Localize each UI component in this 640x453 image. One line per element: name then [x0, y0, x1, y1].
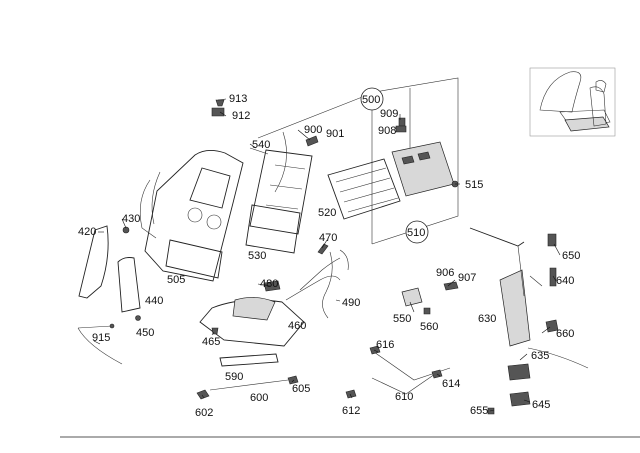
callout-600: 600	[250, 392, 268, 404]
callout-430: 430	[122, 213, 140, 225]
callout-602: 602	[195, 407, 213, 419]
callout-900: 900	[304, 124, 322, 136]
backrest-spring-mat	[245, 131, 313, 254]
callout-645: 645	[532, 399, 550, 411]
callout-901: 901	[326, 128, 344, 140]
callout-590: 590	[225, 371, 243, 383]
callout-913: 913	[229, 93, 247, 105]
wire-harness-upper	[322, 249, 349, 319]
callout-909: 909	[380, 108, 398, 120]
callout-660: 660	[556, 328, 574, 340]
seat-rails	[196, 353, 299, 400]
callout-907: 907	[458, 272, 476, 284]
callout-605: 605	[292, 383, 310, 395]
callout-420: 420	[78, 226, 96, 238]
callout-500: 500	[362, 94, 380, 106]
callout-circle-510	[405, 220, 429, 244]
callout-908: 908	[378, 125, 396, 137]
callout-650: 650	[562, 250, 580, 262]
leader-lines	[93, 98, 561, 412]
callout-480: 480	[260, 278, 278, 290]
callout-515: 515	[465, 179, 483, 191]
lumbar-frame	[327, 158, 401, 220]
callout-490: 490	[342, 297, 360, 309]
callout-510: 510	[407, 227, 425, 239]
side-trim-panels	[78, 225, 141, 321]
backrest-frame	[139, 150, 244, 282]
callout-circle-500	[360, 87, 384, 111]
callout-470: 470	[319, 232, 337, 244]
callout-450: 450	[136, 327, 154, 339]
callout-640: 640	[556, 275, 574, 287]
callout-612: 612	[342, 405, 360, 417]
callout-635: 635	[531, 350, 549, 362]
callout-460: 460	[288, 320, 306, 332]
callout-912: 912	[232, 110, 250, 122]
callout-465: 465	[202, 336, 220, 348]
callout-614: 614	[442, 378, 460, 390]
callout-560: 560	[420, 321, 438, 333]
callout-915: 915	[92, 332, 110, 344]
callout-655: 655	[470, 405, 488, 417]
callout-610: 610	[395, 391, 413, 403]
callout-630: 630	[478, 313, 496, 325]
control-unit	[391, 141, 459, 197]
small-hardware	[77, 99, 559, 415]
callout-550: 550	[393, 313, 411, 325]
callout-540: 540	[252, 139, 270, 151]
callout-906: 906	[436, 267, 454, 279]
callout-440: 440	[145, 295, 163, 307]
callout-505: 505	[167, 274, 185, 286]
callout-530: 530	[248, 250, 266, 262]
callout-616: 616	[376, 339, 394, 351]
seat-adjust-motor	[469, 227, 589, 407]
seat-thumbnail-inset	[529, 67, 616, 137]
callout-520: 520	[318, 207, 336, 219]
seat-cushion-base	[199, 257, 341, 347]
